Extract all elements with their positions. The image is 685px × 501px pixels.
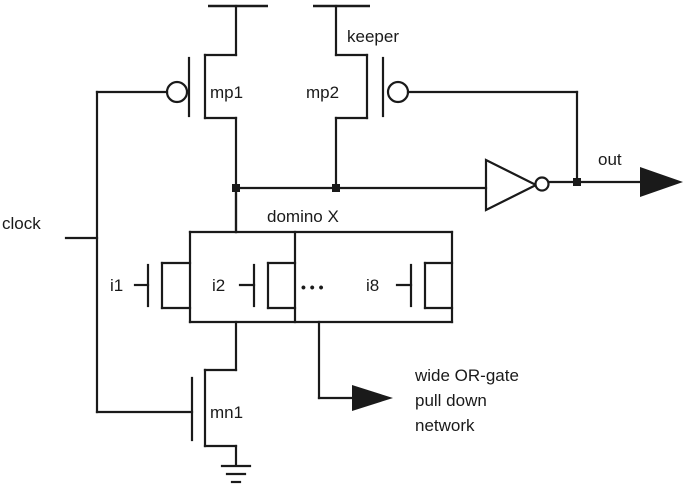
network-arrow <box>352 385 393 411</box>
junction-dot-out <box>573 178 581 186</box>
output-inverter <box>484 158 683 212</box>
dynamic-node-x <box>232 184 488 192</box>
ground-icon <box>220 464 252 484</box>
label-network-line3: network <box>415 416 475 435</box>
label-ellipsis: • • • <box>301 279 324 295</box>
label-i2: i2 <box>212 276 225 295</box>
vdd-rail-left <box>208 4 268 57</box>
label-mp1: mp1 <box>210 83 243 102</box>
pull-down-network <box>133 190 454 411</box>
label-mn1: mn1 <box>210 403 243 422</box>
label-domino-x: domino X <box>267 207 339 226</box>
label-i1: i1 <box>110 276 123 295</box>
mp2-gate-bubble <box>386 80 410 104</box>
label-i8: i8 <box>366 276 379 295</box>
clock-net <box>64 90 194 414</box>
mp1-transistor <box>165 53 238 234</box>
junction-dot-x-left <box>232 184 240 192</box>
mn1-transistor <box>190 368 238 466</box>
label-mp2: mp2 <box>306 83 339 102</box>
label-out: out <box>598 150 622 169</box>
label-clock: clock <box>2 214 41 233</box>
vdd-rail-right <box>313 4 370 57</box>
mp2-transistor <box>334 53 579 190</box>
label-network-line2: pull down <box>415 391 487 410</box>
mp1-gate-bubble <box>165 80 189 104</box>
out-arrow <box>640 167 683 197</box>
label-keeper: keeper <box>347 27 399 46</box>
junction-dot-x-right <box>332 184 340 192</box>
label-network-line1: wide OR-gate <box>414 366 519 385</box>
